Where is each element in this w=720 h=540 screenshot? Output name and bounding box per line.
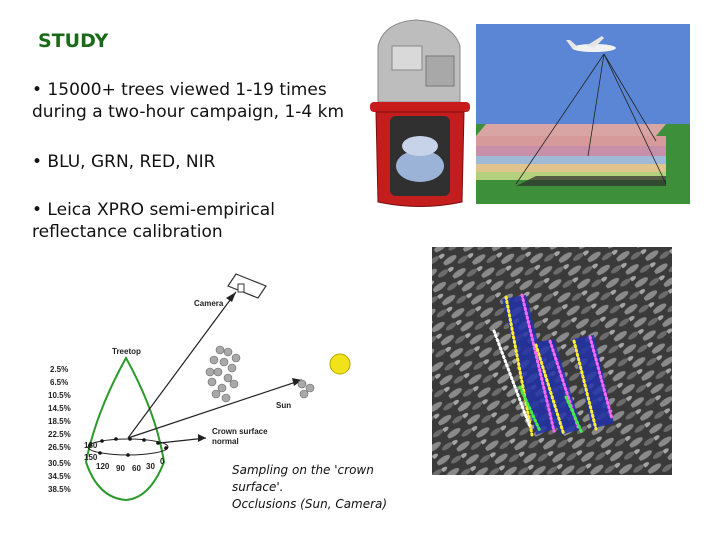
layer-3	[476, 156, 666, 164]
label-sun: Sun	[276, 401, 291, 410]
layer-4	[476, 164, 666, 172]
angle-60: 60	[132, 464, 141, 473]
crown-outline	[84, 355, 166, 502]
aerial-crown-image	[432, 247, 672, 475]
sun-arrowhead	[292, 378, 302, 386]
pct-34-5: 34.5%	[48, 472, 71, 481]
layer-top	[476, 124, 666, 136]
sun-icon	[329, 353, 351, 375]
label-crown-surface: Crown surface	[212, 427, 268, 436]
angle-150: 150	[84, 453, 98, 462]
normal-arrowhead	[198, 434, 206, 442]
angle-120: 120	[96, 462, 110, 471]
camera-survey-figure	[366, 16, 690, 211]
angle-0: 0	[160, 457, 165, 466]
label-treetop: Treetop	[112, 347, 141, 356]
pct-18-5: 18.5%	[48, 417, 71, 426]
leica-camera-icon	[366, 16, 476, 211]
camera-box-icon	[227, 273, 267, 299]
angle-90: 90	[116, 464, 125, 473]
sky-panel	[446, 24, 690, 124]
angle-30: 30	[146, 462, 155, 471]
bullet-trees-viewed: • 15000+ trees viewed 1-19 times during …	[32, 80, 345, 122]
ground-shadow	[516, 176, 666, 186]
sun-occlusion-points	[297, 379, 315, 399]
layer-1	[476, 136, 666, 146]
pct-14-5: 14.5%	[48, 404, 71, 413]
label-normal: normal	[212, 437, 239, 446]
crown-sample-points	[88, 437, 168, 457]
pct-38-5: 38.5%	[48, 485, 71, 494]
crown-geometry-diagram: Camera Treetop Sun Crown surface normal …	[48, 273, 351, 502]
percentage-scale: 2.5% 6.5% 10.5% 14.5% 18.5% 22.5% 26.5% …	[48, 365, 71, 494]
view-lines	[515, 53, 667, 185]
angle-labels: 180 150 120 90 60 30 0	[84, 441, 165, 473]
angle-180: 180	[84, 441, 98, 450]
slide-title: STUDY	[38, 30, 109, 52]
pct-22-5: 22.5%	[48, 430, 71, 439]
pct-10-5: 10.5%	[48, 391, 71, 400]
bullet-bands: • BLU, GRN, RED, NIR	[32, 152, 216, 172]
pct-26-5: 26.5%	[48, 443, 71, 452]
pct-30-5: 30.5%	[48, 459, 71, 468]
bullet-calibration: • Leica XPRO semi-empirical reflectance …	[32, 200, 275, 242]
camera-occlusion-points	[205, 345, 241, 403]
crown-sample-dots	[492, 293, 614, 437]
layer-2	[476, 146, 666, 156]
camera-arrowhead	[226, 292, 236, 302]
airplane-icon	[566, 36, 616, 52]
diagram-caption: Sampling on the 'crown surface'. Occlusi…	[232, 462, 392, 513]
caption-line-3: Occlusions (Sun, Camera)	[232, 497, 388, 511]
label-camera: Camera	[194, 299, 224, 308]
caption-line-2: surface'.	[232, 480, 284, 494]
caption-line-1: Sampling on the 'crown	[232, 463, 374, 477]
pct-6-5: 6.5%	[50, 378, 68, 387]
pct-2-5: 2.5%	[50, 365, 68, 374]
